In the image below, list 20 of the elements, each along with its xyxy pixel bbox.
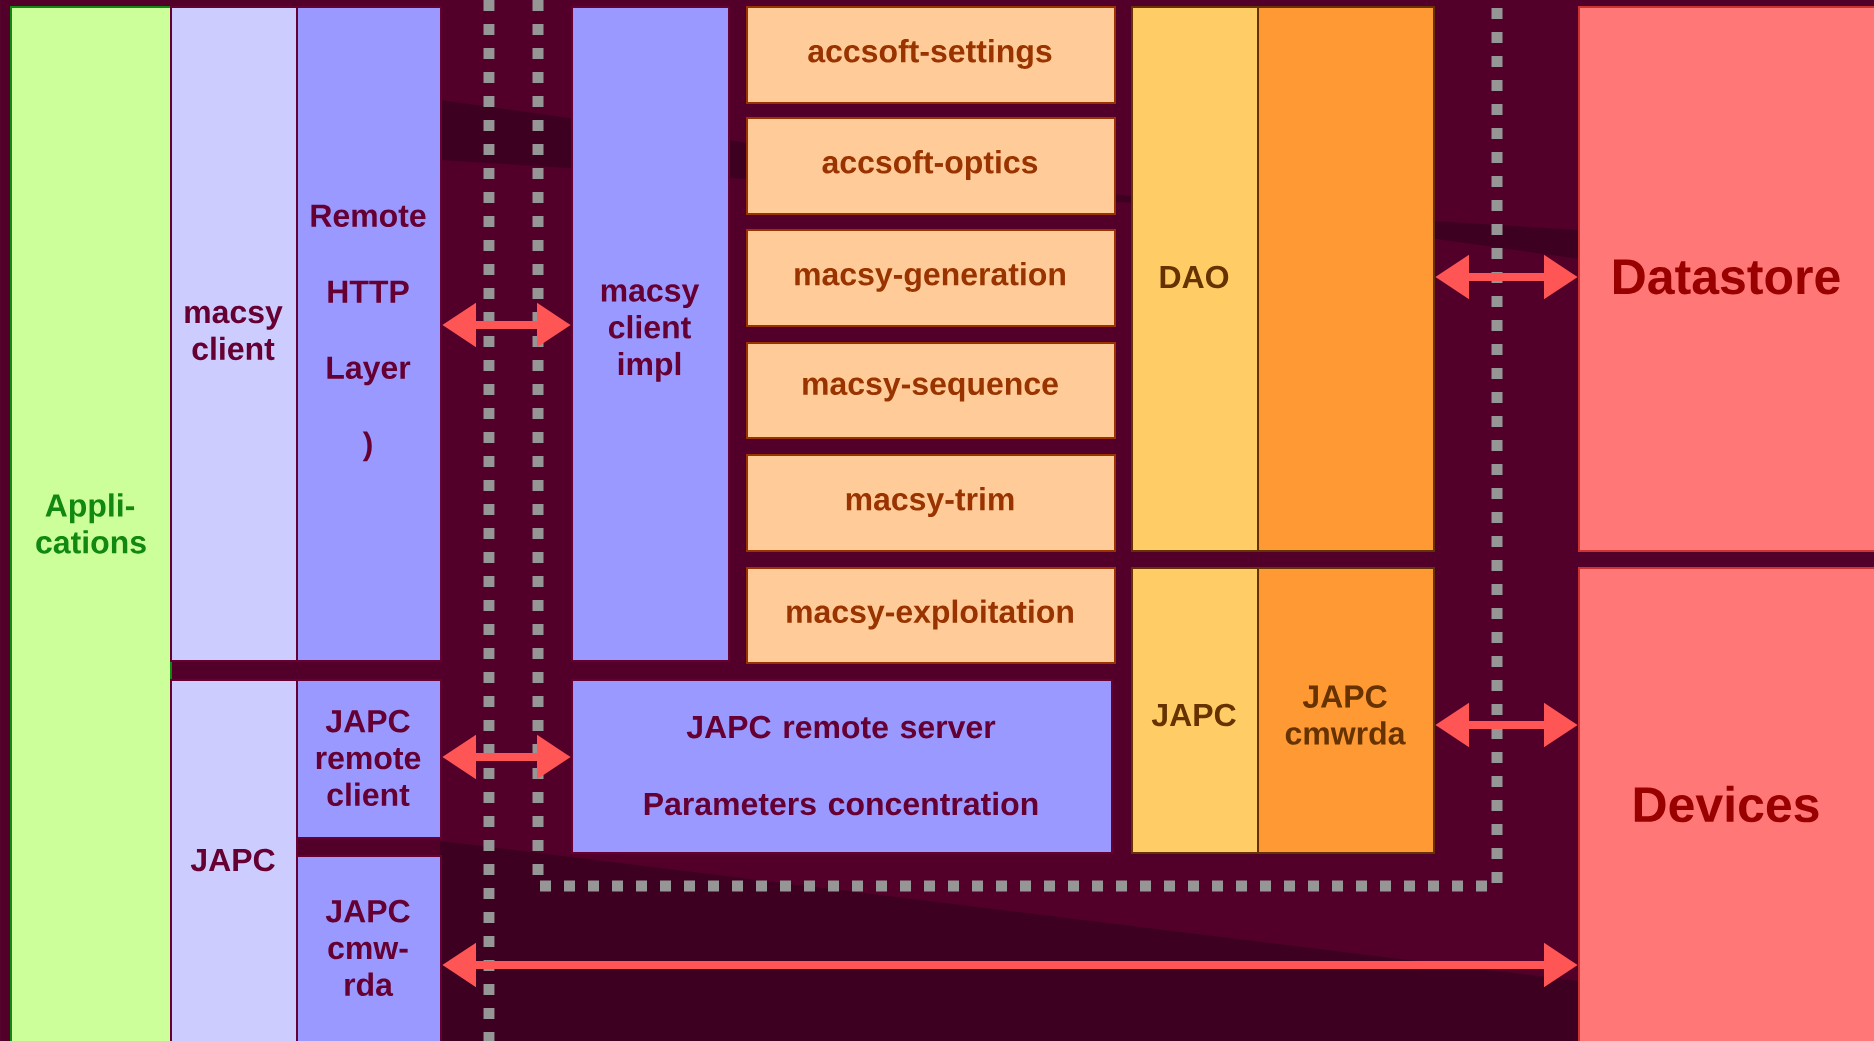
layer-box: DAO [1131, 6, 1259, 552]
module-box: macsy-trim [746, 454, 1116, 552]
layer-box: JAPC cmw- rda [296, 855, 442, 1041]
layer-box: JAPC [1131, 567, 1259, 854]
layer-box: JAPC remote server Parameters concentration [571, 679, 1113, 854]
module-box: macsy-generation [746, 229, 1116, 327]
layer-box: Appli- cations [10, 6, 172, 1041]
module-box: macsy-sequence [746, 342, 1116, 439]
system-box: Devices [1578, 567, 1874, 1041]
layer-box [1257, 6, 1435, 552]
layer-box: JAPC cmwrda [1257, 567, 1435, 854]
layer-box: Remote HTTP Layer ) [296, 6, 442, 662]
module-box: accsoft-optics [746, 117, 1116, 215]
layer-box: JAPC [170, 679, 298, 1041]
system-box: Datastore [1578, 6, 1874, 552]
layer-box: macsy client [170, 6, 298, 662]
module-box: macsy-exploitation [746, 567, 1116, 664]
module-box: accsoft-settings [746, 6, 1116, 104]
layer-box: macsy client impl [571, 6, 730, 662]
layer-box: JAPC remote client [296, 679, 442, 839]
